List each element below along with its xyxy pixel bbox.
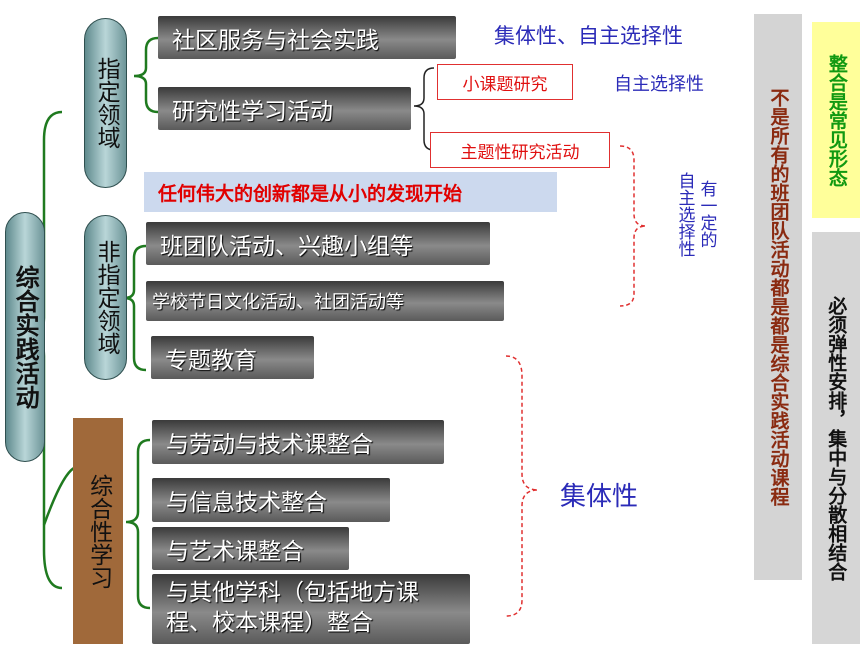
root-node: 综合实践活动 [5,212,45,462]
item-arts: 与艺术课整合 [152,527,349,570]
root-to-cat3 [42,466,75,526]
item-other-subjects: 与其他学科（包括地方课程、校本课程）整合 [152,574,470,644]
sub-theme-research: 主题性研究活动 [430,132,610,168]
item-festival-culture: 学校节日文化活动、社团活动等 [146,281,504,321]
red-bracket-2 [505,355,539,617]
cat2-bracket [123,244,147,372]
cat1-bracket [133,36,159,114]
item-research-learning: 研究性学习活动 [158,87,411,130]
note-certain-vertical: 有一定的 [696,180,717,248]
side-note-flexible: 必须弹性安排，集中与分散相结合 [812,232,860,644]
category-integrated: 综合性学习 [73,418,123,644]
banner-quote: 任何伟大的创新都是从小的发现开始 [144,172,557,212]
item-community-service: 社区服务与社会实践 [158,16,456,59]
note-collective: 集体性 [560,482,639,512]
red-bracket-1 [619,145,647,307]
item-special-education: 专题教育 [151,336,314,379]
side-note-integration: 整合是常见形态 [812,22,860,218]
item-info-tech: 与信息技术整合 [152,478,390,522]
note-community-service: 集体性、自主选择性 [494,24,683,48]
item-labor-tech: 与劳动与技术课整合 [152,420,444,464]
note-autonomy-vertical: 自主选择性 [674,172,695,257]
cat3-bracket [125,438,151,610]
note-small-topic: 自主选择性 [614,74,704,95]
sub-small-topic: 小课题研究 [437,64,573,100]
item-class-activities: 班团队活动、兴趣小组等 [146,222,490,265]
category-non-designated: 非指定领域 [84,215,127,380]
category-designated: 指定领域 [84,18,127,188]
side-note-class-activities: 不是所有的班团队活动都是都是综合实践活动课程 [754,14,802,580]
